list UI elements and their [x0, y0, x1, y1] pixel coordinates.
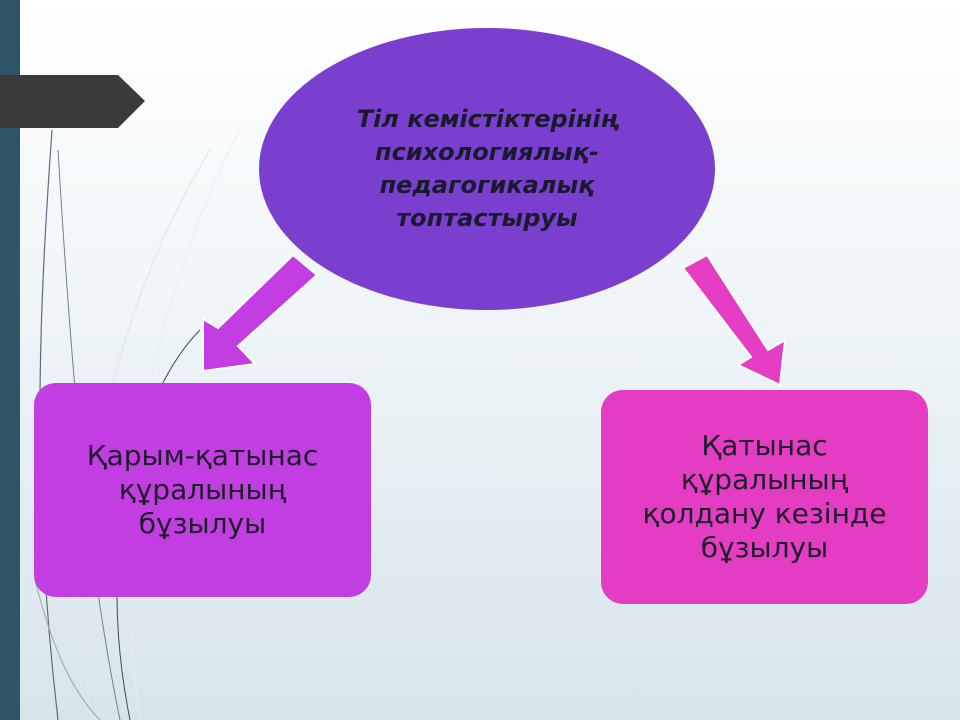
- arrow-to-left-node: [202, 253, 319, 373]
- left-accent-bar: [0, 0, 20, 720]
- center-topic-node: Тіл кемістіктерінің психологиялық- педаг…: [259, 28, 715, 310]
- center-topic-label: Тіл кемістіктерінің психологиялық- педаг…: [356, 105, 618, 232]
- arrow-to-right-node: [681, 253, 787, 387]
- title-tab-shape: [0, 75, 145, 128]
- right-category-node: Қатынас құралының қолдану кезінде бұзылу…: [601, 390, 928, 604]
- left-category-label: Қарым-қатынас құралының бұзылуы: [86, 439, 319, 540]
- left-category-node: Қарым-қатынас құралының бұзылуы: [34, 383, 371, 597]
- right-category-label: Қатынас құралының қолдану кезінде бұзылу…: [642, 429, 887, 564]
